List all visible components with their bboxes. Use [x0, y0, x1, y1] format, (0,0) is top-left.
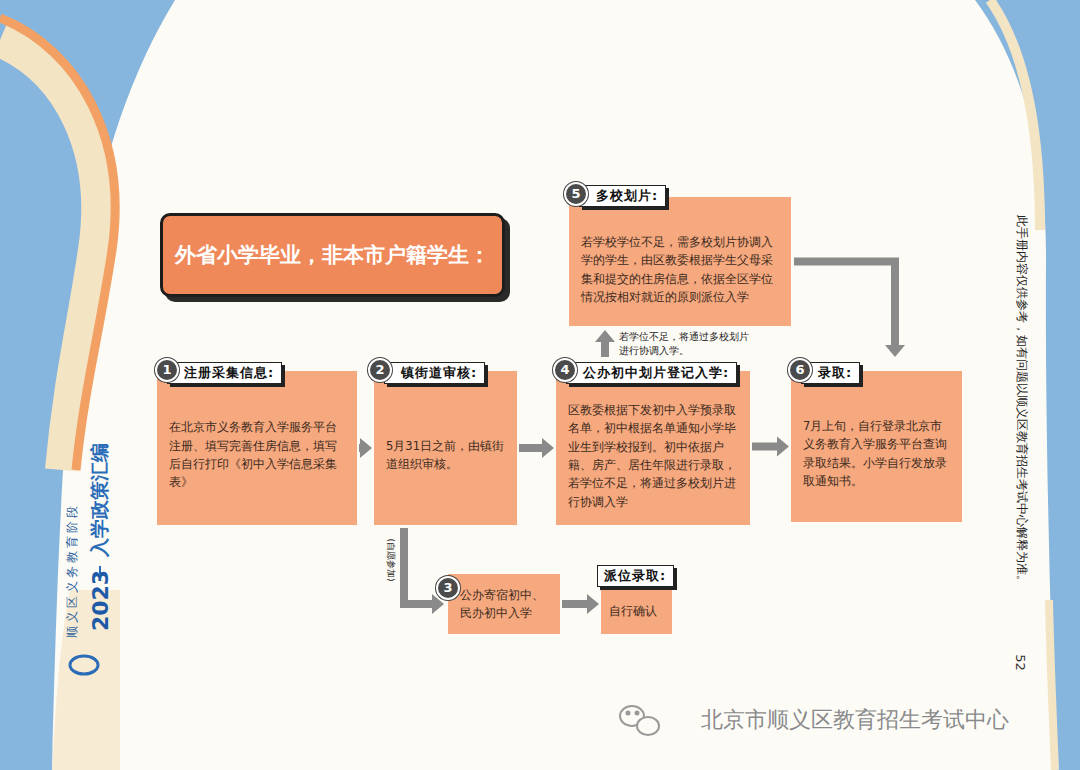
title-box: 外省小学毕业，非本市户籍学生：: [160, 213, 505, 297]
process-box: 2镇街道审核:5月31日之前，由镇街道组织审核。: [374, 371, 517, 525]
arrow-head: [885, 345, 905, 357]
callout-number: 5: [564, 182, 588, 206]
arrow-shaft: [794, 262, 895, 346]
edge-label: (自愿参加): [384, 539, 396, 582]
arrow-head: [360, 438, 372, 458]
process-box: 3公办寄宿初中、民办初中入学: [448, 574, 560, 634]
process-box: 6录取:7月上旬，自行登录北京市义务教育入学服务平台查询录取结果。小学自行发放录…: [791, 371, 962, 522]
step-text: 7月上旬，自行登录北京市义务教育入学服务平台查询录取结果。小学自行发放录取通知书…: [803, 417, 950, 491]
arrow-shaft: [601, 342, 609, 357]
arrow-head: [587, 594, 599, 614]
callout-number: 1: [155, 358, 179, 382]
step-heading: 镇街道审核:: [384, 362, 485, 384]
step-text: 5月31日之前，由镇街道组织审核。: [386, 437, 505, 474]
flow-arrow: [562, 594, 599, 614]
process-box: 1注册采集信息:在北京市义务教育入学服务平台注册、填写完善住房信息，填写后自行打…: [157, 371, 357, 525]
process-box: 派位录取:自行确认: [601, 574, 672, 634]
flow-arrow: [519, 438, 554, 458]
arrow-shaft: [519, 444, 542, 452]
process-box: 5多校划片:若学校学位不足，需多校划片协调入学的学生，由区教委根据学生父母采集和…: [569, 197, 791, 326]
left-blue-panel: [0, 0, 175, 770]
callout-number: 3: [436, 576, 460, 600]
arrow-shaft: [404, 528, 432, 604]
callout-number: 4: [553, 358, 577, 382]
step-text: 区教委根据下发初中入学预录取名单，初中根据名单通知小学毕业生到学校报到。初中依据…: [568, 401, 740, 511]
flow-arrow: [404, 528, 444, 614]
step-text: 自行确认: [609, 602, 664, 620]
arrow-head: [542, 438, 554, 458]
process-box: 4公办初中划片登记入学:区教委根据下发初中入学预录取名单，初中根据名单通知小学毕…: [556, 371, 750, 525]
callout-number: 6: [788, 358, 812, 382]
step-text: 公办寄宿初中、民办初中入学: [460, 586, 552, 623]
step-heading: 公办初中划片登记入学:: [566, 362, 737, 384]
arrow-head: [595, 330, 615, 342]
edge-label: 若学位不足，将通过多校划片进行协调入学。: [619, 330, 751, 357]
right-blue-panel: [975, 0, 1080, 770]
flow-arrow: [595, 330, 615, 357]
step-text: 在北京市义务教育入学服务平台注册、填写完善住房信息，填写后自行打印《初中入学信息…: [169, 418, 345, 492]
callout-number: 2: [368, 358, 392, 382]
page-label: 此手册内容仅供参考，如有问题以顺义区教育招生考试中心解释为准。: [1013, 214, 1030, 586]
step-heading: 派位录取:: [597, 565, 674, 587]
arrow-shaft: [359, 444, 360, 452]
step-heading: 注册采集信息:: [167, 362, 282, 384]
wechat-icon: [620, 706, 659, 735]
right-cream-band: [990, 0, 1040, 230]
page-label: 2023: [88, 569, 113, 630]
flow-arrow: [752, 437, 789, 457]
arrow-shaft: [562, 600, 587, 608]
page-label: 顺义区义务教育阶段: [64, 503, 81, 638]
page-label: 52: [1012, 654, 1027, 671]
flow-arrow: [794, 262, 905, 358]
step-text: 若学校学位不足，需多校划片协调入学的学生，由区教委根据学生父母采集和提交的住房信…: [581, 233, 779, 307]
arrow-head: [777, 437, 789, 457]
page-label: 北京市顺义区教育招生考试中心: [701, 705, 1009, 735]
left-orange-arc: [0, 18, 115, 470]
arrow-shaft: [752, 443, 777, 451]
step-heading: 多校划片:: [579, 185, 666, 207]
right-cream-band: [1049, 600, 1055, 770]
flow-arrow: [359, 438, 372, 458]
page-label: 入学政策汇编: [87, 443, 113, 557]
logo: [70, 656, 98, 674]
